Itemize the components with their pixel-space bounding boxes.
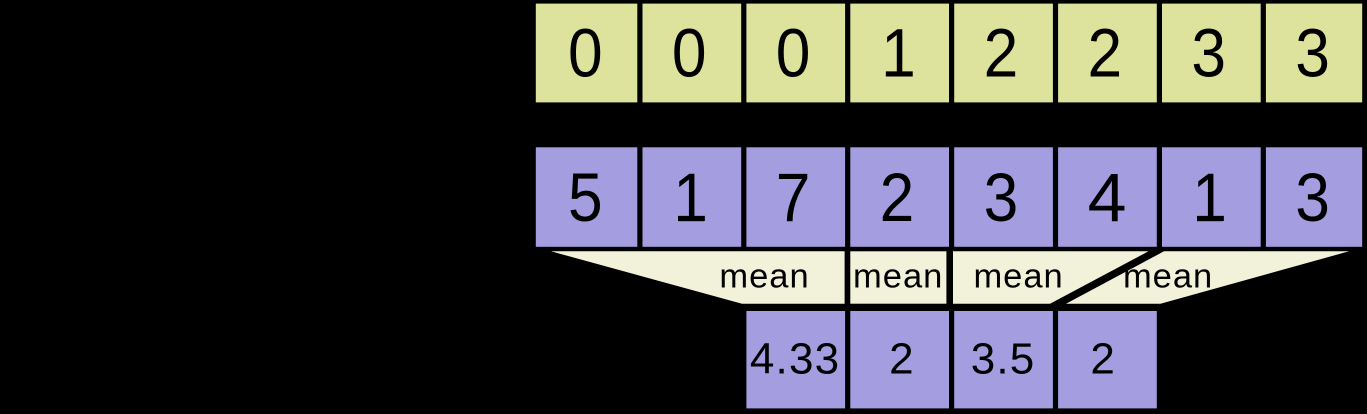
svg-text:3: 3 <box>984 159 1019 235</box>
svg-text:2: 2 <box>889 334 915 383</box>
svg-text:0: 0 <box>568 15 603 91</box>
svg-text:mean: mean <box>1123 258 1213 296</box>
svg-text:7: 7 <box>776 159 811 235</box>
svg-text:mean: mean <box>853 258 943 296</box>
svg-text:0: 0 <box>776 15 811 91</box>
svg-text:3: 3 <box>1191 15 1226 91</box>
svg-text:4: 4 <box>1088 159 1127 236</box>
svg-text:1: 1 <box>673 159 708 235</box>
svg-text:2: 2 <box>1087 15 1122 91</box>
svg-text:mean: mean <box>973 258 1063 296</box>
svg-text:2: 2 <box>984 15 1019 91</box>
svg-text:1: 1 <box>881 15 916 91</box>
svg-text:3: 3 <box>1295 159 1330 235</box>
svg-text:4.33: 4.33 <box>750 334 840 383</box>
svg-text:mean: mean <box>719 258 809 296</box>
svg-text:2: 2 <box>1090 334 1116 383</box>
svg-text:1: 1 <box>1192 159 1227 235</box>
svg-text:3.5: 3.5 <box>971 334 1036 383</box>
svg-text:0: 0 <box>672 15 707 91</box>
svg-text:5: 5 <box>568 159 603 235</box>
svg-text:2: 2 <box>880 159 915 235</box>
svg-text:3: 3 <box>1295 15 1330 91</box>
